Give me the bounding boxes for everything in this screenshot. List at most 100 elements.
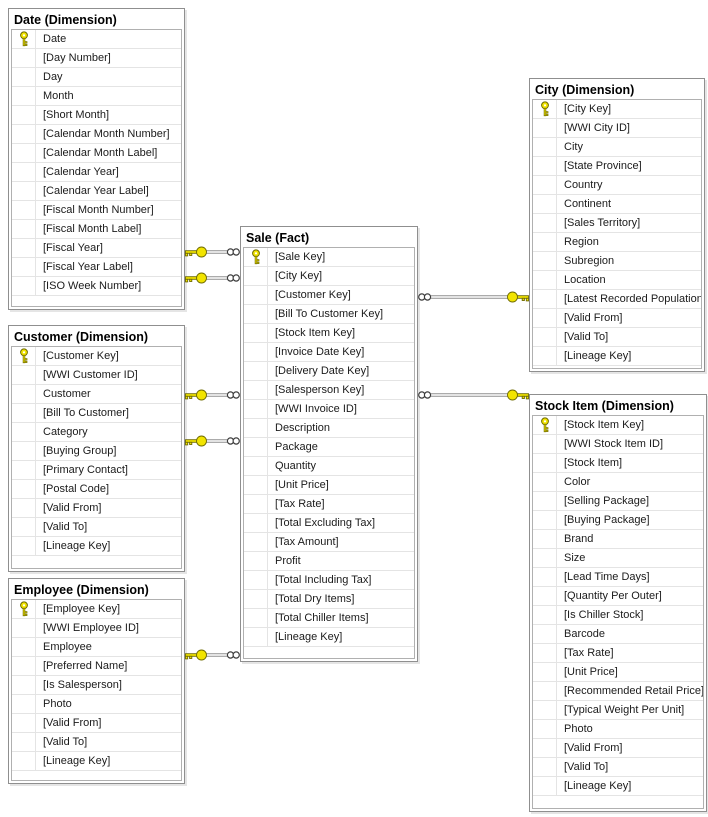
table-row[interactable]: [Bill To Customer Key] (244, 305, 414, 324)
relationship-fk-sale-stock-item[interactable] (418, 387, 529, 403)
table-title-city[interactable]: City (Dimension) (535, 83, 635, 97)
table-row[interactable]: [Recommended Retail Price] (533, 682, 703, 701)
table-row[interactable]: [Buying Group] (12, 442, 181, 461)
table-row[interactable]: [Total Dry Items] (244, 590, 414, 609)
relationship-fk-sale-billto[interactable] (185, 433, 240, 449)
table-row[interactable]: [Customer Key] (12, 347, 181, 366)
table-row[interactable]: [Selling Package] (533, 492, 703, 511)
table-sale[interactable]: Sale (Fact) [Sale Key][City Key][Customer… (240, 226, 418, 662)
table-row[interactable]: [Lead Time Days] (533, 568, 703, 587)
table-row[interactable]: Description (244, 419, 414, 438)
table-row[interactable]: [Short Month] (12, 106, 181, 125)
table-row[interactable]: Region (533, 233, 701, 252)
relationship-fk-sale-date-invoice[interactable] (185, 244, 240, 260)
table-row[interactable]: [Valid To] (12, 733, 181, 752)
relationship-fk-sale-employee[interactable] (185, 647, 240, 663)
table-row[interactable]: [Invoice Date Key] (244, 343, 414, 362)
table-row[interactable]: [Preferred Name] (12, 657, 181, 676)
table-row[interactable]: [Quantity Per Outer] (533, 587, 703, 606)
table-row[interactable]: Profit (244, 552, 414, 571)
table-row[interactable]: Package (244, 438, 414, 457)
table-row[interactable]: Month (12, 87, 181, 106)
table-row[interactable]: [Lineage Key] (533, 777, 703, 796)
table-row[interactable]: [Fiscal Year] (12, 239, 181, 258)
table-row[interactable]: [Day Number] (12, 49, 181, 68)
table-title-date[interactable]: Date (Dimension) (14, 13, 117, 27)
table-row[interactable]: Subregion (533, 252, 701, 271)
table-employee[interactable]: Employee (Dimension) [Employee Key][WWI E… (8, 578, 185, 784)
table-row[interactable]: [Latest Recorded Population] (533, 290, 701, 309)
table-row[interactable]: Photo (12, 695, 181, 714)
table-row[interactable]: [Stock Item Key] (533, 416, 703, 435)
table-row[interactable]: Quantity (244, 457, 414, 476)
relationship-fk-sale-city[interactable] (418, 289, 529, 305)
table-title-stock-item[interactable]: Stock Item (Dimension) (535, 399, 674, 413)
table-row[interactable]: [Tax Rate] (244, 495, 414, 514)
table-row[interactable]: [Calendar Year] (12, 163, 181, 182)
table-row[interactable]: [Valid From] (12, 499, 181, 518)
table-row[interactable]: Photo (533, 720, 703, 739)
table-row[interactable]: [WWI Customer ID] (12, 366, 181, 385)
table-row[interactable]: [City Key] (244, 267, 414, 286)
table-row[interactable]: [Bill To Customer] (12, 404, 181, 423)
table-row[interactable]: [Primary Contact] (12, 461, 181, 480)
table-row[interactable]: [Customer Key] (244, 286, 414, 305)
table-row[interactable]: [Lineage Key] (244, 628, 414, 647)
table-row[interactable]: [Valid To] (12, 518, 181, 537)
table-row[interactable]: Date (12, 30, 181, 49)
table-customer[interactable]: Customer (Dimension) [Customer Key][WWI C… (8, 325, 185, 572)
table-row[interactable]: [Typical Weight Per Unit] (533, 701, 703, 720)
table-stock-item[interactable]: Stock Item (Dimension) [Stock Item Key][W… (529, 394, 707, 812)
table-row[interactable]: Country (533, 176, 701, 195)
table-row[interactable]: [Tax Amount] (244, 533, 414, 552)
table-title-customer[interactable]: Customer (Dimension) (14, 330, 149, 344)
table-row[interactable]: [Tax Rate] (533, 644, 703, 663)
table-row[interactable]: [WWI City ID] (533, 119, 701, 138)
table-row[interactable]: [WWI Stock Item ID] (533, 435, 703, 454)
table-row[interactable]: [Total Chiller Items] (244, 609, 414, 628)
table-row[interactable]: [WWI Invoice ID] (244, 400, 414, 419)
table-row[interactable]: [City Key] (533, 100, 701, 119)
relationship-fk-sale-customer[interactable] (185, 387, 240, 403)
table-row[interactable]: [Valid From] (533, 309, 701, 328)
table-row[interactable]: [Is Salesperson] (12, 676, 181, 695)
table-row[interactable]: Continent (533, 195, 701, 214)
table-row[interactable]: [Valid To] (533, 758, 703, 777)
relationship-fk-sale-date-delivery[interactable] (185, 270, 240, 286)
table-row[interactable]: Barcode (533, 625, 703, 644)
table-row[interactable]: [Buying Package] (533, 511, 703, 530)
table-row[interactable]: [Unit Price] (533, 663, 703, 682)
table-row[interactable]: [Calendar Year Label] (12, 182, 181, 201)
table-row[interactable]: [Delivery Date Key] (244, 362, 414, 381)
table-title-employee[interactable]: Employee (Dimension) (14, 583, 149, 597)
table-row[interactable]: [Lineage Key] (533, 347, 701, 366)
table-row[interactable]: [Sales Territory] (533, 214, 701, 233)
table-row[interactable]: City (533, 138, 701, 157)
table-row[interactable]: [Lineage Key] (12, 752, 181, 771)
table-row[interactable]: [Calendar Month Label] (12, 144, 181, 163)
table-row[interactable]: [ISO Week Number] (12, 277, 181, 296)
table-row[interactable]: [Unit Price] (244, 476, 414, 495)
table-row[interactable]: [Sale Key] (244, 248, 414, 267)
table-row[interactable]: Size (533, 549, 703, 568)
table-row[interactable]: [Fiscal Month Label] (12, 220, 181, 239)
table-row[interactable]: [Salesperson Key] (244, 381, 414, 400)
table-row[interactable]: Employee (12, 638, 181, 657)
table-row[interactable]: Customer (12, 385, 181, 404)
table-row[interactable]: [Stock Item] (533, 454, 703, 473)
table-row[interactable]: [Valid From] (533, 739, 703, 758)
table-row[interactable]: [Is Chiller Stock] (533, 606, 703, 625)
table-row[interactable]: [Calendar Month Number] (12, 125, 181, 144)
table-city[interactable]: City (Dimension)[City Key][WWI City ID]C… (529, 78, 705, 372)
table-row[interactable]: Location (533, 271, 701, 290)
table-row[interactable]: [Stock Item Key] (244, 324, 414, 343)
table-title-sale[interactable]: Sale (Fact) (246, 231, 310, 245)
table-row[interactable]: [Employee Key] (12, 600, 181, 619)
table-row[interactable]: Color (533, 473, 703, 492)
table-row[interactable]: [Fiscal Year Label] (12, 258, 181, 277)
table-row[interactable]: Day (12, 68, 181, 87)
table-row[interactable]: [Valid From] (12, 714, 181, 733)
table-row[interactable]: Brand (533, 530, 703, 549)
table-row[interactable]: [WWI Employee ID] (12, 619, 181, 638)
table-row[interactable]: [Total Including Tax] (244, 571, 414, 590)
